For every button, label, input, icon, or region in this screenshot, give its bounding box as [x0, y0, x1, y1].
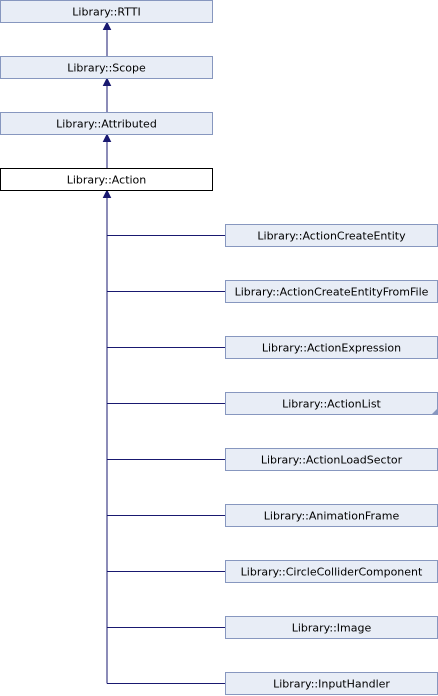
- ancestor-node-rtti-label: Library::RTTI: [72, 6, 140, 19]
- child-node-actionloadsector-label: Library::ActionLoadSector: [261, 454, 403, 467]
- inheritance-arrow-icon: [102, 189, 112, 198]
- child-node-animationframe[interactable]: Library::AnimationFrame: [225, 504, 438, 527]
- current-class-node-action-label: Library::Action: [67, 174, 147, 187]
- ancestor-node-scope-box: [0, 56, 213, 79]
- child-node-image-label: Library::Image: [292, 622, 372, 635]
- ancestor-node-scope-label: Library::Scope: [67, 62, 146, 75]
- child-node-actioncreateentity[interactable]: Library::ActionCreateEntity: [225, 224, 438, 247]
- child-node-actioncreateentity-label: Library::ActionCreateEntity: [257, 230, 406, 243]
- child-node-circlecollidercomponent[interactable]: Library::CircleColliderComponent: [225, 560, 438, 583]
- child-node-image[interactable]: Library::Image: [225, 616, 438, 639]
- child-node-actionlist[interactable]: Library::ActionList: [225, 392, 438, 415]
- child-node-actioncreateentityfromfile[interactable]: Library::ActionCreateEntityFromFile: [225, 280, 438, 303]
- child-node-actionexpression[interactable]: Library::ActionExpression: [225, 336, 438, 359]
- child-node-actionexpression-label: Library::ActionExpression: [262, 342, 401, 355]
- child-node-inputhandler[interactable]: Library::InputHandler: [225, 672, 438, 695]
- current-class-node-action-box: [0, 168, 213, 191]
- child-node-circlecollidercomponent-label: Library::CircleColliderComponent: [241, 566, 423, 579]
- ancestor-node-attributed-label: Library::Attributed: [56, 118, 157, 131]
- current-class-node-action[interactable]: Library::Action: [0, 168, 213, 191]
- child-node-actioncreateentityfromfile-label: Library::ActionCreateEntityFromFile: [235, 286, 429, 299]
- ancestor-node-scope[interactable]: Library::Scope: [0, 56, 213, 79]
- inheritance-arrow-icon: [102, 21, 112, 30]
- ancestor-node-attributed-box: [0, 112, 213, 135]
- ancestor-node-rtti-box: [0, 0, 213, 23]
- child-node-actionloadsector[interactable]: Library::ActionLoadSector: [225, 448, 438, 471]
- ancestor-node-rtti[interactable]: Library::RTTI: [0, 0, 213, 23]
- collapsed-indicator-icon: [431, 408, 438, 415]
- child-node-inputhandler-label: Library::InputHandler: [273, 678, 390, 691]
- child-node-actionlist-label: Library::ActionList: [282, 398, 381, 411]
- inheritance-arrow-icon: [102, 133, 112, 142]
- child-node-animationframe-label: Library::AnimationFrame: [264, 510, 400, 523]
- ancestor-node-attributed[interactable]: Library::Attributed: [0, 112, 213, 135]
- inheritance-arrow-icon: [102, 77, 112, 86]
